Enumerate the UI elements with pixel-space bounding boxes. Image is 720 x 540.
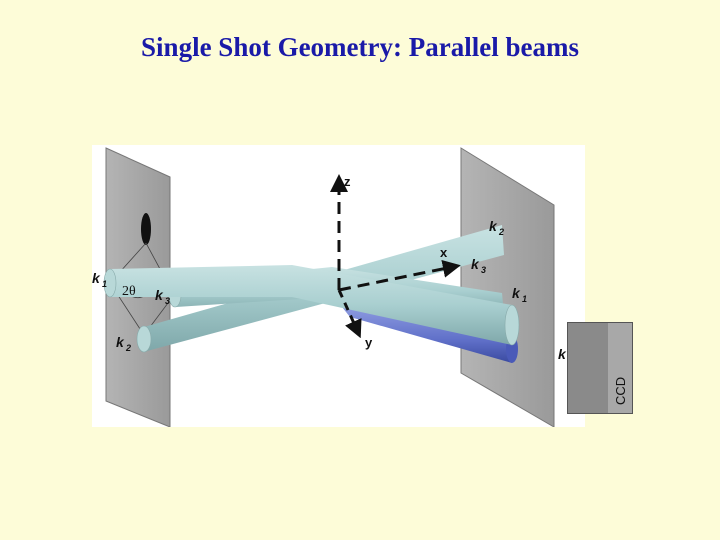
geometry-diagram: z x y k 2 k 3 k 1 k 1 k 3 k 2 k s 2θ	[92, 147, 573, 428]
svg-text:k: k	[512, 285, 521, 301]
x-axis	[338, 259, 461, 292]
ccd-label: CCD	[613, 377, 628, 405]
geometry-figure: z x y k 2 k 3 k 1 k 1 k 3 k 2 k s 2θ	[92, 145, 585, 428]
svg-text:k: k	[489, 218, 498, 234]
svg-text:k: k	[558, 346, 567, 362]
svg-text:k: k	[116, 334, 125, 350]
label-k3-right: k 3	[471, 256, 486, 275]
ccd-detector: CCD	[567, 322, 633, 414]
aperture-top	[141, 213, 151, 245]
angle-label: 2θ	[122, 284, 136, 299]
svg-text:k: k	[155, 287, 164, 303]
label-k2-right: k 2	[489, 218, 504, 237]
y-axis-label: y	[365, 335, 373, 350]
svg-text:3: 3	[165, 296, 170, 306]
svg-text:2: 2	[498, 227, 504, 237]
svg-text:k: k	[92, 270, 101, 286]
x-axis-label: x	[440, 245, 448, 260]
slide-title: Single Shot Geometry: Parallel beams	[141, 32, 579, 62]
label-k1-left: k 1	[92, 270, 107, 289]
svg-text:2: 2	[125, 343, 131, 353]
beam-k1	[103, 265, 520, 346]
coordinate-axes	[330, 174, 461, 339]
label-k1-right: k 1	[512, 285, 527, 304]
svg-text:k: k	[471, 256, 480, 272]
z-axis-label: z	[344, 174, 351, 189]
svg-text:1: 1	[102, 279, 107, 289]
svg-text:1: 1	[522, 294, 527, 304]
svg-text:3: 3	[481, 265, 486, 275]
right-plate	[460, 147, 555, 428]
label-k3-left: k 3	[155, 287, 170, 306]
y-axis	[337, 289, 362, 339]
label-k2-left: k 2	[116, 334, 131, 353]
